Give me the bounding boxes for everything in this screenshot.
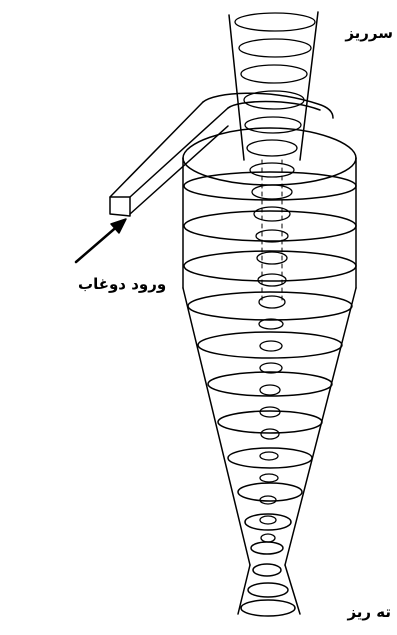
slurry-inlet-label: ورود دوغاب — [78, 275, 166, 293]
overflow-label: سرریز — [345, 24, 393, 42]
vortex-finder-pipe — [229, 12, 318, 160]
inner-spiral — [235, 13, 315, 542]
feed-arrow — [76, 219, 126, 262]
outer-spiral — [184, 172, 356, 616]
underflow-label: ته ریز — [347, 603, 391, 621]
